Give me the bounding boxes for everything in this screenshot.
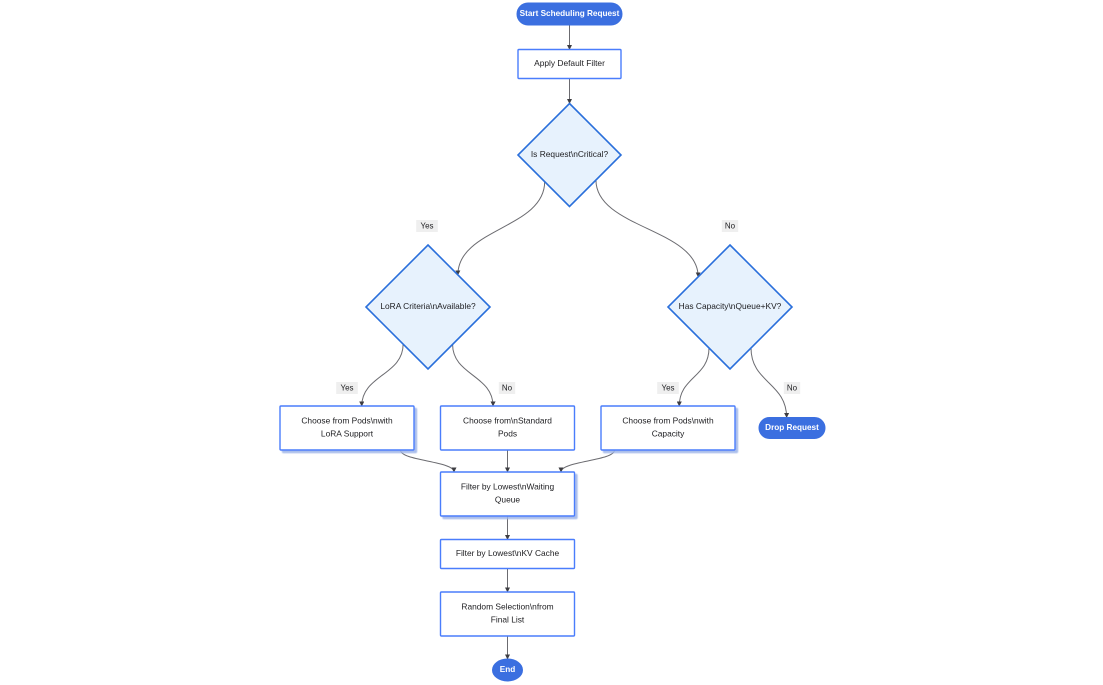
node-drop_request[interactable]: Drop Request <box>758 417 826 439</box>
node-label-apply_default_filter: Apply Default Filter <box>534 58 605 68</box>
node-label-drop_request: Drop Request <box>765 423 819 432</box>
edge-lora_criteria_available-to-choose_standard_pods <box>452 344 496 407</box>
node-is_request_critical[interactable]: Is Request\nCritical? <box>516 102 623 208</box>
edge-label-background <box>336 382 358 394</box>
edge-label-text: Yes <box>340 384 353 393</box>
edge-choose_pods_capacity-to-filter_waiting_queue <box>558 449 615 473</box>
edge-label-background <box>416 220 438 232</box>
node-label-lora_criteria_available: LoRA Criteria\nAvailable? <box>380 301 476 311</box>
node-label-filter_kv_cache: Filter by Lowest\nKV Cache <box>456 548 560 558</box>
node-shape-rect <box>439 405 576 451</box>
node-filter_kv_cache[interactable]: Filter by Lowest\nKV Cache <box>439 538 576 570</box>
node-shape-stadium <box>516 2 623 26</box>
node-shape-diamond <box>364 243 492 371</box>
node-shape-rect <box>517 48 622 80</box>
edges-layer <box>359 25 790 660</box>
node-shape-rect <box>439 471 576 517</box>
node-label-has_capacity_queue_kv: Has Capacity\nQueue+KV? <box>679 301 782 311</box>
node-shape-stadium <box>758 417 826 439</box>
edge-lora_criteria_available-to-choose_pods_lora <box>359 344 404 407</box>
edge-choose_pods_lora-to-filter_waiting_queue <box>400 449 457 473</box>
edge-is_request_critical-to-lora_criteria_available <box>455 181 546 276</box>
node-shape-rect <box>600 405 736 451</box>
edge-label-text: No <box>787 384 798 393</box>
edge-label-is_request_critical-to-lora_criteria_available: Yes <box>416 220 438 232</box>
node-label-is_request_critical: Is Request\nCritical? <box>531 149 609 159</box>
node-shape-circle <box>492 658 523 682</box>
edge-label-background <box>721 220 739 232</box>
edge-label-lora_criteria_available-to-choose_standard_pods: No <box>498 382 516 394</box>
edge-label-text: Yes <box>661 384 674 393</box>
edge-label-is_request_critical-to-has_capacity_queue_kv: No <box>721 220 739 232</box>
edge-label-has_capacity_queue_kv-to-choose_pods_capacity: Yes <box>657 382 679 394</box>
edge-label-background <box>783 382 801 394</box>
node-shape-diamond <box>666 243 794 371</box>
edge-label-text: Yes <box>420 222 433 231</box>
node-label-end: End <box>500 665 515 674</box>
node-lora_criteria_available[interactable]: LoRA Criteria\nAvailable? <box>364 243 492 371</box>
edge-label-background <box>498 382 516 394</box>
edge-label-lora_criteria_available-to-choose_pods_lora: Yes <box>336 382 358 394</box>
edge-has_capacity_queue_kv-to-choose_pods_capacity <box>676 347 710 407</box>
node-shape-rect <box>439 591 576 637</box>
node-shape-rect <box>279 405 415 451</box>
node-start[interactable]: Start Scheduling Request <box>516 2 623 26</box>
node-has_capacity_queue_kv[interactable]: Has Capacity\nQueue+KV? <box>666 243 794 371</box>
node-apply_default_filter[interactable]: Apply Default Filter <box>517 48 622 80</box>
node-label-start: Start Scheduling Request <box>520 9 620 18</box>
edge-label-has_capacity_queue_kv-to-drop_request: No <box>783 382 801 394</box>
node-end[interactable]: End <box>492 658 523 682</box>
node-shape-rect <box>439 538 576 570</box>
edge-label-text: No <box>502 384 513 393</box>
edge-label-text: No <box>725 222 736 231</box>
edge-has_capacity_queue_kv-to-drop_request <box>750 347 790 418</box>
node-shape-diamond <box>516 102 623 208</box>
edge-label-background <box>657 382 679 394</box>
edge-is_request_critical-to-has_capacity_queue_kv <box>595 180 701 278</box>
